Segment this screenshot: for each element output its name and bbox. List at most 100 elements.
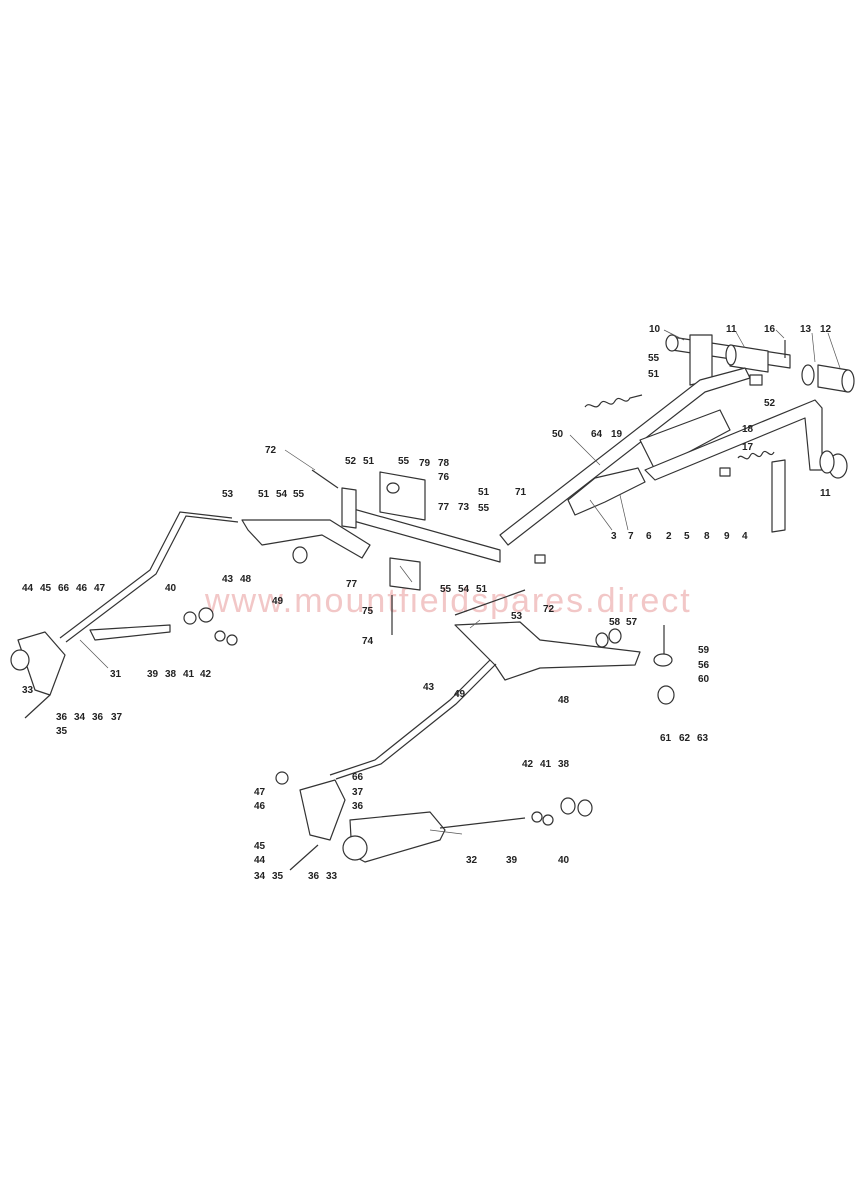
callout-label: 64 <box>591 429 603 440</box>
callout-label: 35 <box>272 871 284 882</box>
callout-label: 77 <box>438 502 450 513</box>
callout-label: 7 <box>628 531 634 542</box>
callout-label: 53 <box>511 611 523 622</box>
left-linkage <box>10 511 239 719</box>
callout-label: 40 <box>558 855 570 866</box>
callout-label: 55 <box>440 584 452 595</box>
callout-label: 52 <box>764 398 776 409</box>
callout-label: 10 <box>649 324 661 335</box>
callout-label: 51 <box>363 456 375 467</box>
callout-label: 49 <box>272 596 284 607</box>
callout-label: 55 <box>293 489 305 500</box>
callout-label: 13 <box>800 324 812 335</box>
callout-label: 16 <box>764 324 776 335</box>
callout-label: 50 <box>552 429 564 440</box>
callout-label: 31 <box>110 669 122 680</box>
callout-label: 51 <box>258 489 270 500</box>
callout-label: 54 <box>276 489 288 500</box>
callout-label: 55 <box>648 353 660 364</box>
callout-label: 33 <box>326 871 338 882</box>
callout-label: 63 <box>697 733 709 744</box>
callout-label: 62 <box>679 733 691 744</box>
callout-label: 54 <box>458 584 470 595</box>
callout-label: 39 <box>506 855 518 866</box>
callout-label: 59 <box>698 645 710 656</box>
callout-label: 36 <box>56 712 68 723</box>
callout-label: 44 <box>254 855 266 866</box>
callout-label: 55 <box>478 503 490 514</box>
callout-label: 36 <box>92 712 104 723</box>
callout-label: 43 <box>222 574 234 585</box>
callout-label: 5 <box>684 531 690 542</box>
callout-label: 4 <box>742 531 748 542</box>
callout-label: 8 <box>704 531 710 542</box>
callout-label: 3 <box>611 531 617 542</box>
callout-label: 39 <box>147 669 159 680</box>
callout-label: 41 <box>183 669 195 680</box>
callout-label: 38 <box>558 759 570 770</box>
callout-label: 55 <box>398 456 410 467</box>
callout-label: 71 <box>515 487 527 498</box>
callout-label: 40 <box>165 583 177 594</box>
callout-label: 41 <box>540 759 552 770</box>
callout-label: 46 <box>76 583 88 594</box>
callout-label: 38 <box>165 669 177 680</box>
callout-label: 17 <box>742 442 754 453</box>
callout-label: 11 <box>726 324 737 335</box>
callout-label: 66 <box>352 772 364 783</box>
callout-label: 78 <box>438 458 450 469</box>
upper-right-assembly <box>499 334 855 546</box>
callout-label: 47 <box>94 583 106 594</box>
callout-label: 57 <box>626 617 638 628</box>
callout-label: 34 <box>254 871 266 882</box>
callout-label: 75 <box>362 606 374 617</box>
callout-label: 51 <box>478 487 490 498</box>
callout-label: 49 <box>454 689 466 700</box>
callout-label: 58 <box>609 617 621 628</box>
callout-label: 51 <box>648 369 660 380</box>
callout-label: 34 <box>74 712 86 723</box>
callout-labels: 10 11 16 13 12 55 51 52 64 19 18 17 50 3… <box>22 324 832 882</box>
callout-label: 66 <box>58 583 70 594</box>
callout-label: 46 <box>254 801 266 812</box>
bottom-linkage <box>275 771 593 871</box>
callout-label: 32 <box>466 855 478 866</box>
callout-label: 42 <box>522 759 534 770</box>
callout-label: 73 <box>458 502 470 513</box>
callout-label: 52 <box>345 456 357 467</box>
callout-label: 74 <box>362 636 374 647</box>
callout-label: 37 <box>111 712 123 723</box>
callout-label: 18 <box>742 424 754 435</box>
watermark-text: www.mountfieldspares.direct <box>204 582 692 620</box>
callout-label: 19 <box>611 429 623 440</box>
callout-label: 47 <box>254 787 266 798</box>
callout-label: 79 <box>419 458 431 469</box>
callout-label: 77 <box>346 579 358 590</box>
callout-label: 72 <box>543 604 555 615</box>
callout-label: 48 <box>558 695 570 706</box>
callout-label: 45 <box>254 841 266 852</box>
callout-label: 53 <box>222 489 234 500</box>
callout-label: 43 <box>423 682 435 693</box>
callout-label: 51 <box>476 584 488 595</box>
callout-label: 42 <box>200 669 212 680</box>
callout-label: 12 <box>820 324 832 335</box>
center-assembly <box>241 469 546 635</box>
callout-label: 56 <box>698 660 710 671</box>
callout-label: 45 <box>40 583 52 594</box>
callout-label: 48 <box>240 574 252 585</box>
right-lower-linkage <box>329 621 675 780</box>
callout-label: 36 <box>308 871 320 882</box>
callout-label: 36 <box>352 801 364 812</box>
callout-label: 60 <box>698 674 710 685</box>
callout-label: 2 <box>666 531 672 542</box>
callout-label: 76 <box>438 472 450 483</box>
callout-label: 72 <box>265 445 277 456</box>
callout-label: 11 <box>820 488 831 499</box>
callout-label: 6 <box>646 531 652 542</box>
callout-label: 33 <box>22 685 34 696</box>
callout-label: 35 <box>56 726 68 737</box>
callout-label: 9 <box>724 531 730 542</box>
callout-label: 61 <box>660 733 672 744</box>
